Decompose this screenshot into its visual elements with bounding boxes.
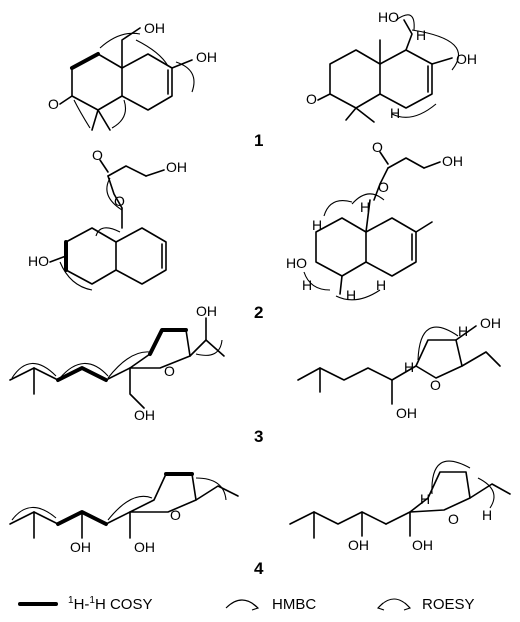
compound-2-number: 2 [254,303,263,322]
compound-2-oh-label: OH [166,159,187,175]
compound-2-roesy-h-label: H [312,217,322,233]
compound-2-roesy-o-label: O [378,179,389,195]
compound-3-roesy-h-label: H [458,323,468,339]
compound-4-roesy-h-label: H [420,491,430,507]
compound-2-o-label: O [114,193,125,209]
compound-1-oh-label: OH [144,20,165,36]
compound-2-roesy-h-label: H [376,277,386,293]
compound-1-roesy-ho-label: HO [378,9,399,25]
compound-2-hmbc-structure: O OH O HO [28,147,187,291]
legend-roesy-arrowheads [376,602,412,611]
compound-4-roesy-oh-label: OH [348,537,369,553]
compound-1-number: 1 [254,131,263,150]
compound-1-hmbc-structure: OH OH O [48,20,217,131]
compound-3-roesy-structure: H H O OH OH [297,315,501,421]
compound-1-roesy-h-label: H [390,105,400,121]
compound-2-ho-label: HO [28,253,49,269]
compound-1-ketone-label: O [48,96,59,112]
compound-4-roesy-structure: H H O OH OH [289,460,511,553]
compound-2-roesy-oh-label: OH [442,153,463,169]
compound-3-roesy-oh-label: OH [480,315,501,331]
legend-hmbc-label: HMBC [272,596,316,613]
compound-1-roesy-structure: HO H OH O H [306,9,477,123]
compound-3-roesy-oh-label: OH [396,405,417,421]
compound-3-roesy-h-label: H [404,359,414,375]
compound-3-hmbc-structure: OH O OH [9,303,225,423]
compound-4-roesy-oh-label: OH [412,537,433,553]
compound-4-oh-label: OH [134,539,155,555]
compound-1-roesy-h-label: H [416,27,426,43]
compound-2-roesy-h-label: H [346,287,356,303]
compound-1-roesy-ketone-label: O [306,91,317,107]
compound-4-o-label: O [170,507,181,523]
compound-3-o-label: O [164,363,175,379]
compound-2-roesy-o-label: O [372,139,383,155]
legend-hmbc-arrowhead [251,603,260,611]
compound-4-oh-label: OH [70,539,91,555]
compound-4-roesy-o-label: O [448,511,459,527]
legend-cosy-label: 1H-1H COSY [68,595,152,613]
compound-3-roesy-o-label: O [430,377,441,393]
legend-roesy-label: ROESY [422,596,475,613]
compound-1-roesy-oh-label: OH [456,51,477,67]
compound-4-number: 4 [254,559,264,578]
compound-1-oh-label: OH [196,49,217,65]
compound-2-roesy-h-label: H [302,277,312,293]
legend: 1H-1H COSY HMBC ROESY [18,595,475,613]
compound-2-roesy-h-label: H [360,199,370,215]
compound-3-oh-label: OH [134,407,155,423]
compound-3-number: 3 [254,427,263,446]
compound-3-oh-label: OH [196,303,217,319]
compound-2-roesy-structure: O O OH H H HO H H H [286,139,463,303]
compound-2-o-label: O [92,147,103,163]
compound-4-roesy-h-label: H [482,507,492,523]
compound-4-hmbc-structure: OH OH O [9,472,239,555]
compound-2-roesy-ho-label: HO [286,255,307,271]
